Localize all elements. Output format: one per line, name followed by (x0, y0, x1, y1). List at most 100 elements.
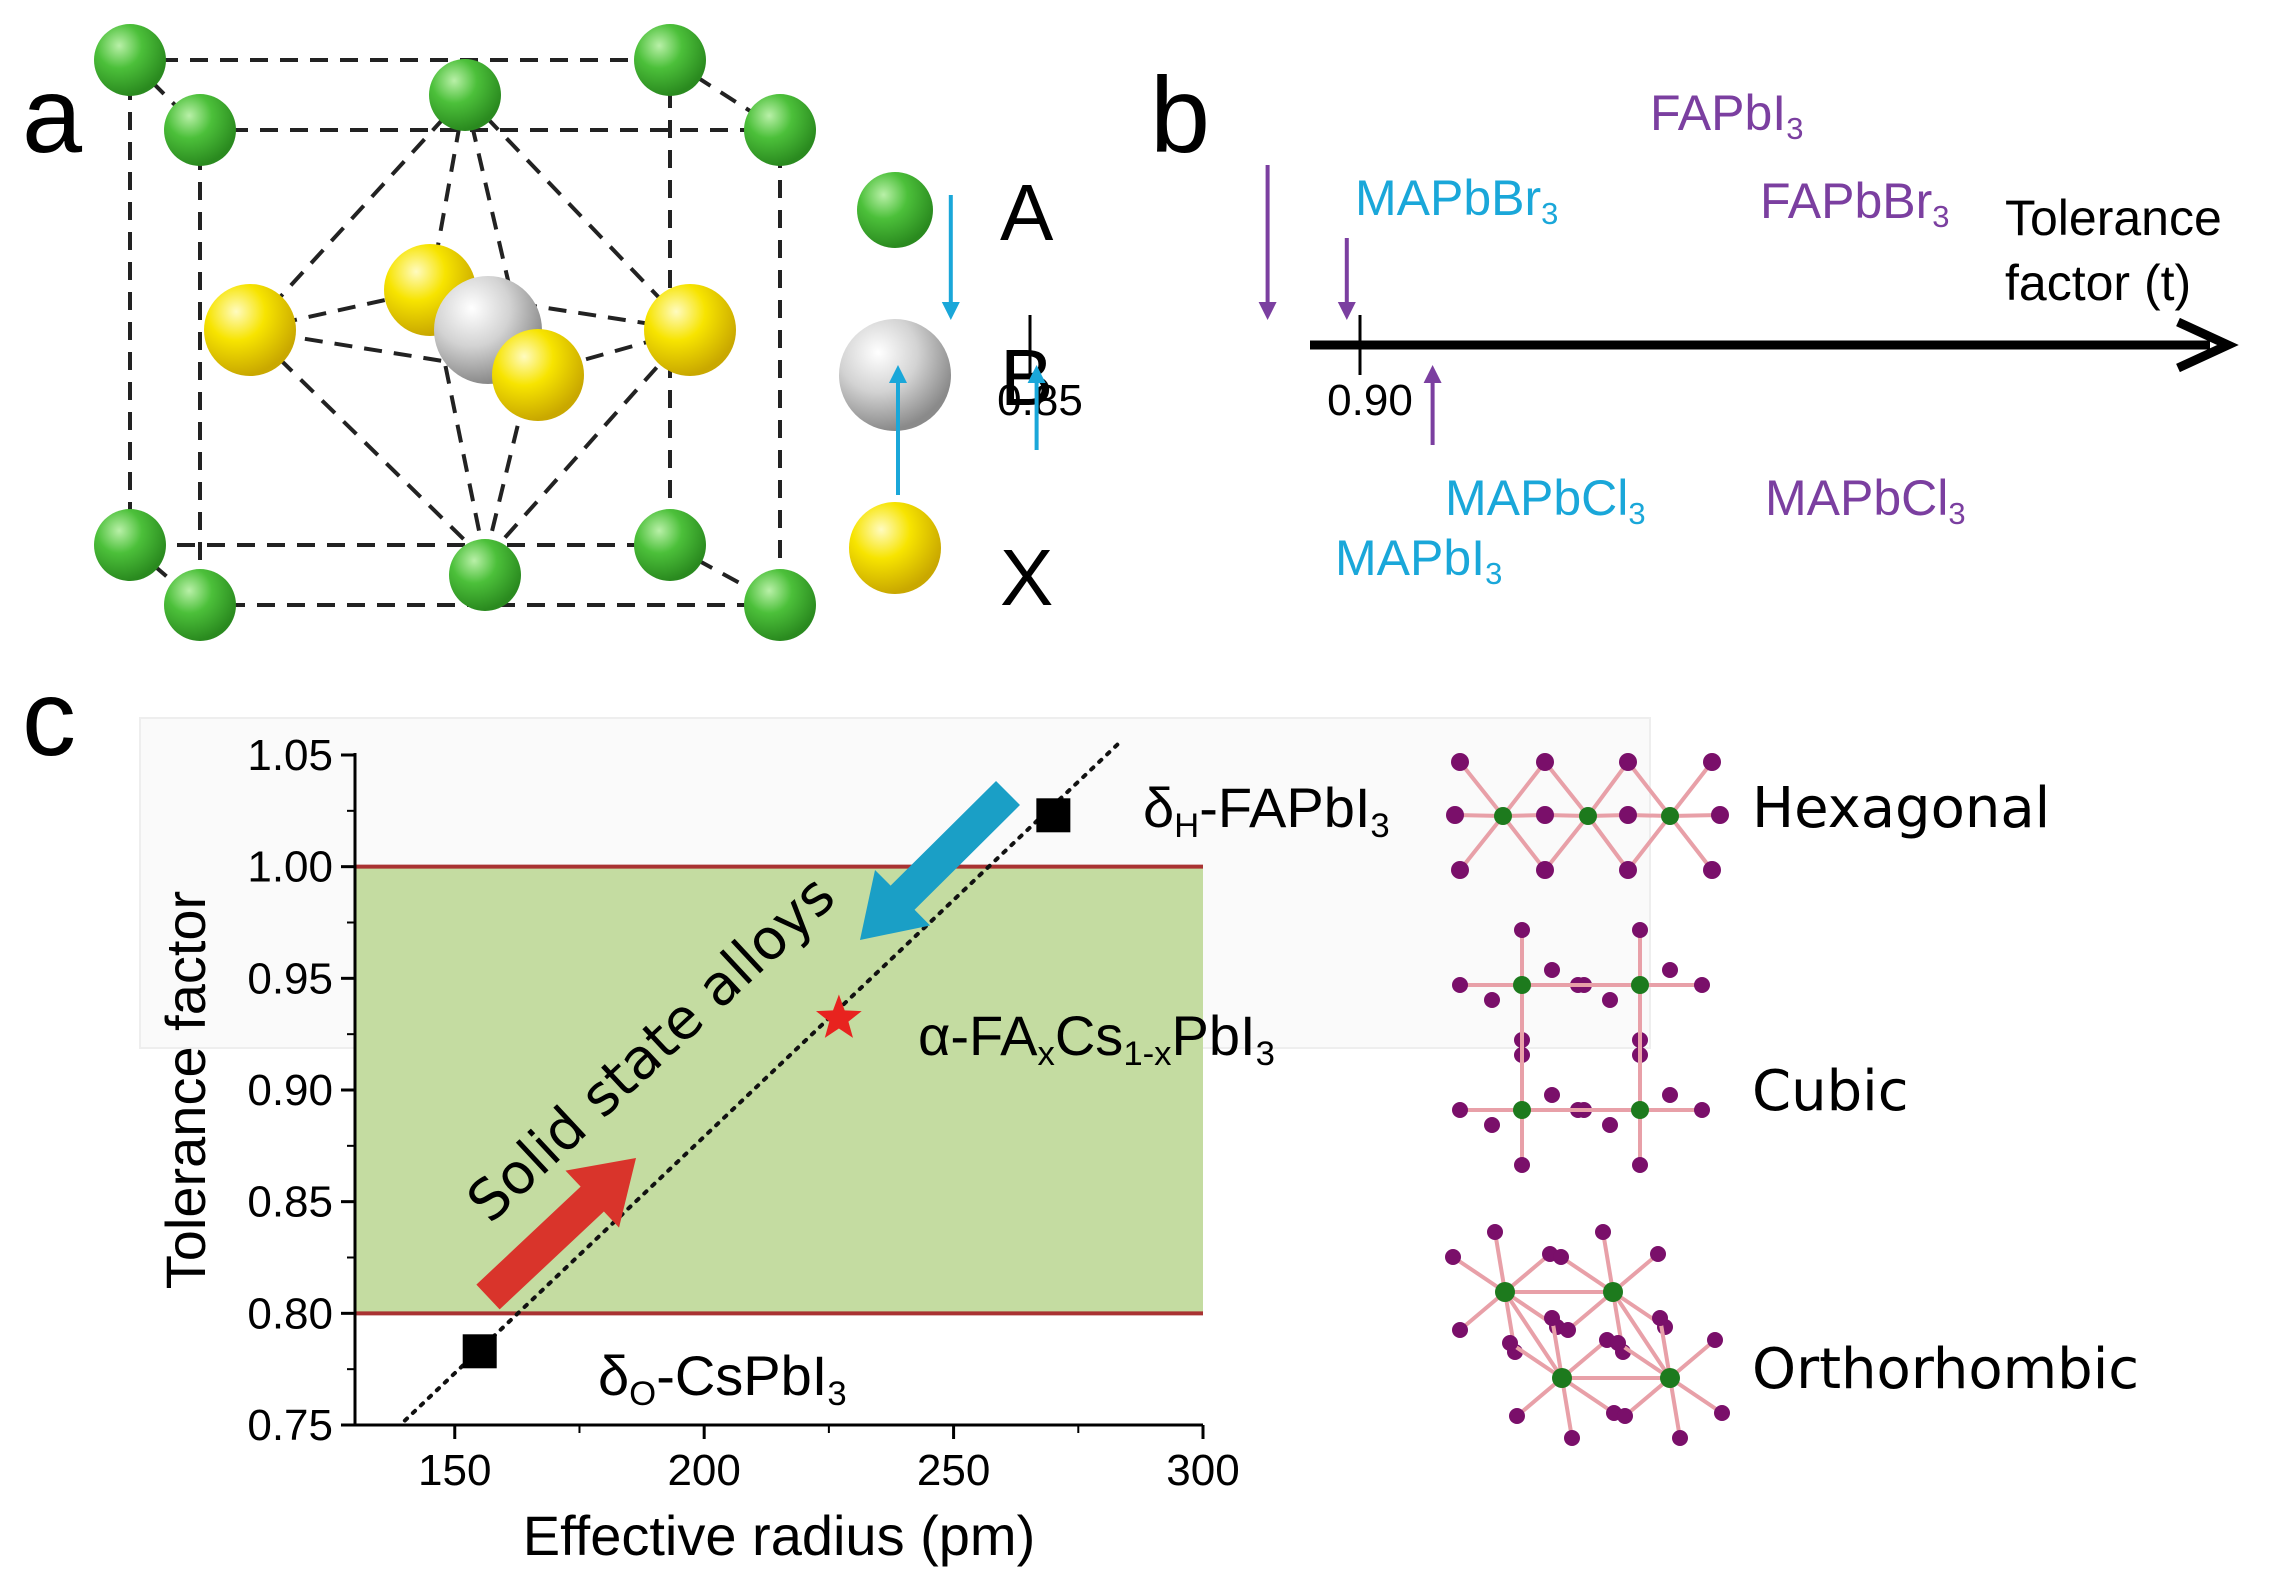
bond (1626, 760, 1672, 818)
tolerance-marker-label: MAPbCl3 (1765, 470, 1966, 531)
b-site-sphere (1495, 1282, 1515, 1302)
bond (1451, 1255, 1507, 1294)
x-site-sphere (1662, 962, 1678, 978)
b-site-sphere (1552, 1368, 1572, 1388)
bond (1543, 760, 1590, 818)
legend-a-swatch (857, 172, 933, 248)
bond (1559, 1255, 1615, 1294)
bond (1668, 760, 1714, 818)
a-atom (449, 539, 521, 611)
x-site-sphere (1632, 1157, 1648, 1173)
x-site-sphere (1672, 1430, 1688, 1446)
bond (1668, 1376, 1724, 1415)
panel-label-a: a (22, 54, 83, 175)
y-tick-label: 0.75 (247, 1401, 333, 1450)
x-site-sphere (1650, 1246, 1666, 1262)
x-site-sphere (1452, 1102, 1468, 1118)
b-site-sphere (1631, 1101, 1649, 1119)
a-atom (634, 24, 706, 96)
x-site-sphere (1617, 1408, 1633, 1424)
x-tick-label: 250 (917, 1446, 990, 1495)
y-tick-label: 0.85 (247, 1178, 333, 1227)
x-atom (204, 284, 296, 376)
x-site-sphere (1451, 753, 1469, 771)
x-site-sphere (1602, 1117, 1618, 1133)
tolerance-marker-arrowhead (1337, 302, 1356, 320)
tolerance-marker-arrowhead (1258, 302, 1277, 320)
legend-b-label: B (1000, 333, 1053, 422)
x-atom (644, 284, 736, 376)
tolerance-axis-label-1: Tolerance (2005, 190, 2222, 246)
x-tick-label: 300 (1166, 1446, 1239, 1495)
x-site-sphere (1509, 1408, 1525, 1424)
x-site-sphere (1560, 1322, 1576, 1338)
bond (1586, 760, 1630, 818)
bond (1501, 814, 1547, 872)
legend-a-label: A (1000, 168, 1054, 257)
tolerance-axis-label-2: factor (t) (2005, 255, 2191, 311)
point-label-alloy: α-FAxCs1-xPbI3 (918, 1004, 1275, 1073)
x-site-sphere (1445, 1249, 1461, 1265)
point-label-csPbI3: δO-CsPbI3 (598, 1344, 847, 1413)
x-site-sphere (1487, 1224, 1503, 1240)
x-site-sphere (1703, 753, 1721, 771)
bond (1626, 814, 1672, 872)
a-atom (94, 509, 166, 581)
bond (1458, 814, 1505, 872)
y-tick-label: 0.95 (247, 954, 333, 1003)
decrease-arrow (860, 780, 1020, 940)
x-site-sphere (1452, 977, 1468, 993)
bond (1501, 760, 1547, 818)
tolerance-tick-label: 0.90 (1327, 376, 1413, 425)
panel-label-c: c (22, 657, 76, 778)
tolerance-marker-arrowhead (889, 365, 907, 383)
b-site-sphere (1579, 807, 1597, 825)
trend-line (402, 741, 1121, 1423)
x-axis-label: Effective radius (pm) (523, 1504, 1035, 1567)
x-tick-label: 150 (418, 1446, 491, 1495)
x-site-sphere (1714, 1405, 1730, 1421)
tolerance-marker-arrowhead (1027, 365, 1046, 383)
panel-a: a (22, 24, 1054, 641)
tolerance-tick-label: 0.85 (997, 376, 1083, 425)
bond (1560, 1376, 1616, 1415)
b-site-sphere (1603, 1282, 1623, 1302)
bond (1508, 1341, 1564, 1380)
structures-panel: Hexagonal Cubic Orthorhombic (1445, 753, 2139, 1446)
b-site-sphere (1660, 1368, 1680, 1388)
b-site-sphere (1494, 807, 1512, 825)
x-site-sphere (1451, 861, 1469, 879)
x-tick-label: 200 (667, 1446, 740, 1495)
a-atom (429, 59, 501, 131)
y-tick-label: 1.05 (247, 731, 333, 780)
x-site-sphere (1595, 1224, 1611, 1240)
bond (1616, 1341, 1672, 1380)
tolerance-marker-label: MAPbBr3 (1355, 170, 1558, 231)
y-tick-label: 1.00 (247, 843, 333, 892)
tolerance-marker-label: FAPbI3 (1650, 85, 1803, 146)
a-atom (744, 94, 816, 166)
x-site-sphere (1652, 1310, 1668, 1326)
bond (1668, 1377, 1682, 1439)
bond (1493, 1231, 1507, 1293)
a-site-atoms (94, 24, 816, 641)
a-atom (744, 569, 816, 641)
a-atom (634, 509, 706, 581)
x-site-sphere (1619, 861, 1637, 879)
x-site-sphere (1632, 922, 1648, 938)
x-site-sphere (1536, 806, 1554, 824)
x-site-sphere (1502, 1335, 1518, 1351)
tolerance-marker-label: MAPbCl3 (1445, 470, 1646, 531)
y-tick-label: 0.90 (247, 1066, 333, 1115)
tolerance-axis-arrowhead (2176, 317, 2239, 373)
bond (1601, 1231, 1615, 1293)
x-site-sphere (1711, 806, 1729, 824)
b-site-sphere (1513, 976, 1531, 994)
x-site-sphere (1452, 1322, 1468, 1338)
x-site-sphere (1694, 1102, 1710, 1118)
x-site-sphere (1694, 977, 1710, 993)
